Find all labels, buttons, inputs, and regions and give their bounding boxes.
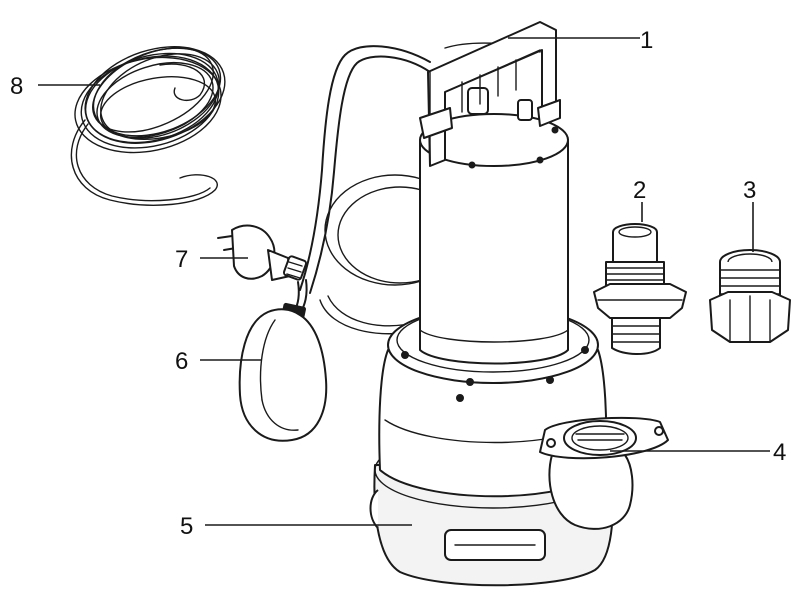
float-switch <box>238 279 328 442</box>
pump-cable <box>299 42 541 335</box>
callout-7: 7 <box>175 246 188 273</box>
outlet-flange <box>539 416 669 530</box>
callout-2: 2 <box>633 177 646 204</box>
hose-connector <box>593 223 687 355</box>
callout-1: 1 <box>640 27 653 54</box>
callout-4: 4 <box>773 439 786 466</box>
callout-8: 8 <box>10 73 23 100</box>
leader-lines <box>38 37 770 526</box>
motor-housing <box>419 87 569 365</box>
callout-6: 6 <box>175 348 188 375</box>
callout-labels: 1 2 3 4 5 6 7 8 <box>10 27 786 540</box>
threaded-adapter <box>709 249 791 343</box>
callout-3: 3 <box>743 177 756 204</box>
callout-5: 5 <box>180 513 193 540</box>
coiled-cable <box>70 46 226 206</box>
carrying-handle <box>419 21 561 167</box>
power-plug <box>217 224 308 281</box>
